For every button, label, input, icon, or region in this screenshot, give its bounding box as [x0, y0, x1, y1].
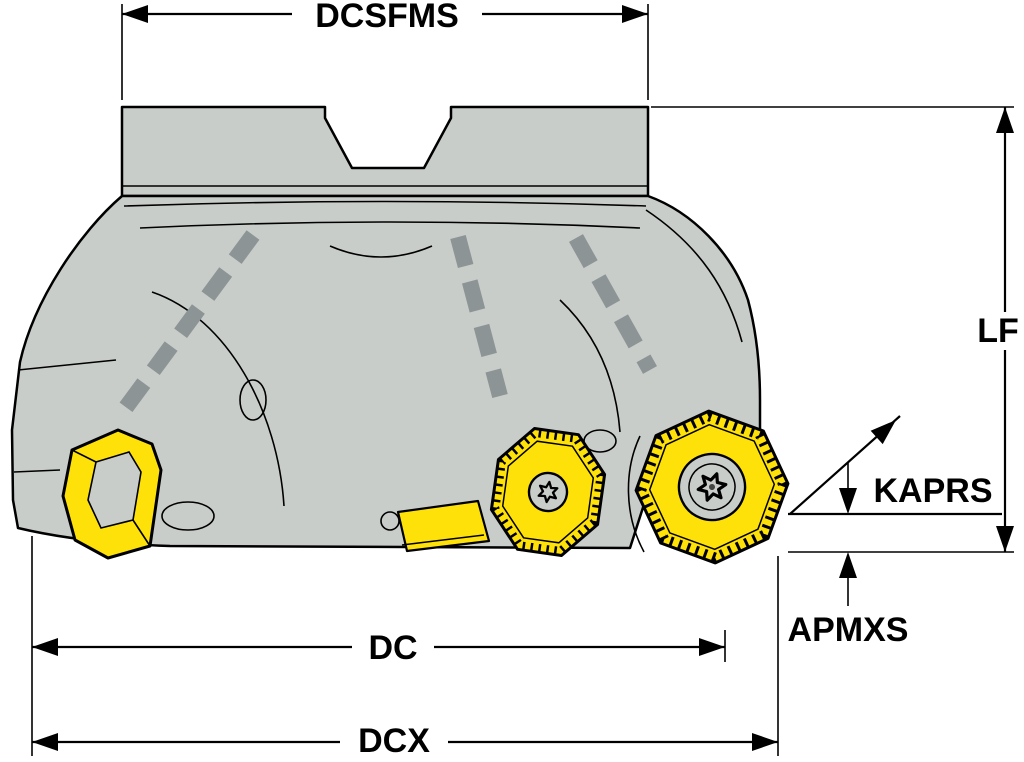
pocket-shadow-line	[627, 435, 645, 553]
kaprs-label: KAPRS	[873, 472, 992, 510]
body-shoulder-line	[123, 200, 647, 207]
label-background	[340, 724, 448, 757]
arrowhead-down	[996, 526, 1014, 552]
insert-middle	[489, 427, 607, 557]
screw-right-countersink	[688, 463, 736, 511]
dcsfms-label: DCSFMS	[315, 0, 459, 35]
insert-left	[61, 428, 163, 560]
arrowhead-left	[32, 638, 58, 656]
insert-right	[634, 409, 790, 565]
label-background	[292, 0, 482, 29]
arrowhead-right	[699, 638, 725, 656]
right-contour-line	[645, 209, 743, 343]
body-shoulder-line-2	[139, 221, 641, 229]
arrowhead-right	[752, 733, 778, 751]
insert-middle-serration	[491, 428, 605, 556]
left-flare-line-2	[13, 469, 61, 473]
dc-label: DC	[368, 629, 417, 667]
arrowhead-up	[996, 107, 1014, 133]
left-flare-line	[17, 359, 117, 371]
dcx-label: DCX	[358, 722, 430, 757]
insert-left-edge-line-2	[132, 519, 151, 547]
torx-icon	[537, 480, 559, 504]
arrowhead-diagonal	[870, 420, 896, 445]
right-boss-curve	[559, 299, 621, 433]
dimension-apmxs: APMXS	[788, 552, 909, 649]
screw-middle	[527, 471, 569, 513]
spigot-arc	[329, 245, 433, 258]
insert-middle-edge-outline	[396, 499, 491, 553]
insert-left-inner	[87, 451, 142, 529]
lf-label: LF	[977, 312, 1019, 350]
insert-right-serration	[635, 410, 789, 564]
flute-stripe-middle	[450, 234, 508, 399]
label-background	[352, 630, 434, 664]
dimension-dcsfms: DCSFMS	[121, 0, 649, 100]
label-background	[974, 312, 1024, 350]
dimension-dc: DC	[31, 536, 726, 756]
apmxs-label: APMXS	[788, 611, 909, 649]
dimension-kaprs: KAPRS	[788, 415, 1002, 516]
arrowhead-left	[32, 733, 58, 751]
insert-middle-edge	[396, 499, 491, 553]
flute-stripe-right	[569, 234, 657, 374]
insert-right-inner-line	[648, 423, 776, 551]
arrowhead-down	[839, 488, 857, 514]
dimension-dcx: DCX	[32, 556, 779, 760]
face-hole-left	[161, 501, 215, 531]
dimension-lf: LF	[651, 106, 1024, 553]
face-hole-mid	[239, 379, 267, 421]
arbor-block	[120, 105, 650, 198]
arrowhead-right	[622, 5, 648, 23]
torx-icon	[696, 472, 728, 502]
front-boss-curve	[151, 291, 285, 507]
screw-center-dot	[709, 484, 715, 490]
arrowhead-left	[122, 5, 148, 23]
flute-stripe-left	[117, 230, 260, 415]
insert-middle-inner-line	[501, 440, 595, 544]
insert-left-edge-line	[71, 449, 97, 463]
insert-middle-edge-line	[401, 534, 485, 546]
arrowhead-up	[839, 552, 857, 578]
